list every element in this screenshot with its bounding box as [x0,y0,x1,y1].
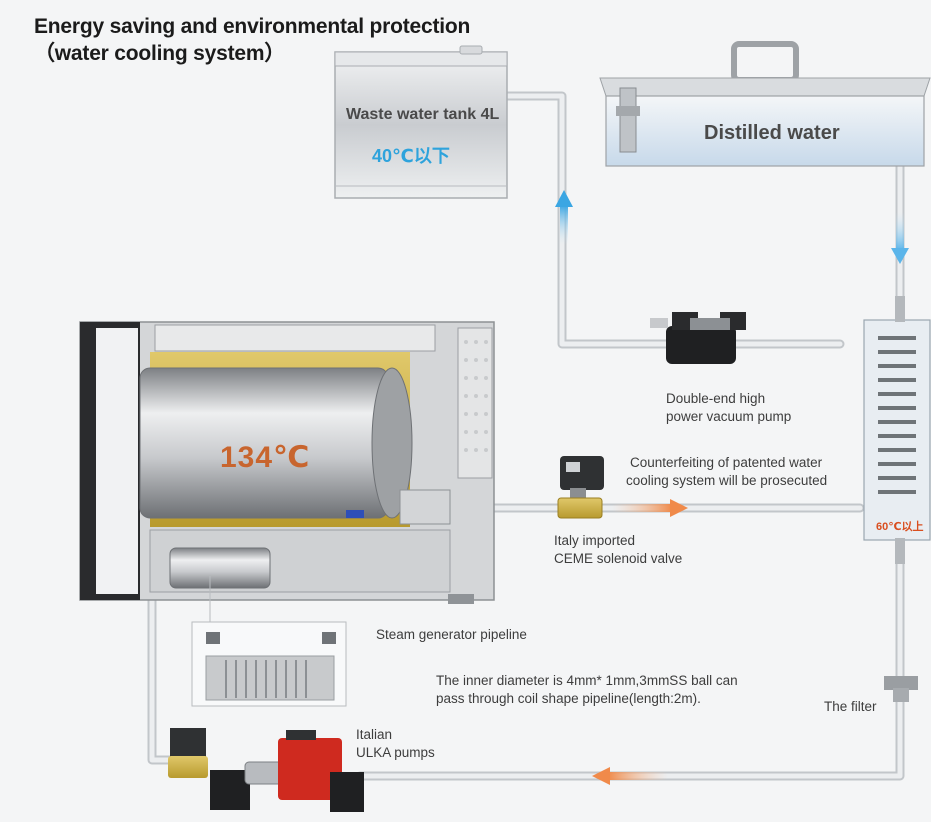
filter [884,676,918,702]
ulka-pumps-label: Italian ULKA pumps [356,726,435,762]
waste-tank-temperature: 40℃以下 [372,146,450,166]
flow-arrow-up [555,190,573,245]
distilled-water-tank [599,41,931,167]
title-line-1: Energy saving and environmental protecti… [34,15,471,38]
diagram-title: Energy saving and environmental protecti… [34,14,470,68]
distilled-water-label: Distilled water [704,122,840,144]
solenoid-valve-label-line-2: CEME solenoid valve [554,551,683,566]
cooling-coil [863,296,931,564]
waste-tank-label: Waste water tank 4L [346,106,500,123]
vacuum-pump [650,312,746,364]
chamber-temperature: 134℃ [220,441,311,474]
solenoid-valve-label-line-1: Italy imported [554,533,636,548]
ulka-pumps-label-line-1: Italian [356,727,393,742]
filter-label: The filter [824,699,877,714]
patent-notice-line-1: Counterfeiting of patented water [630,455,823,470]
solenoid-valve-label: Italy imported CEME solenoid valve [554,532,682,568]
inner-diameter-label-line-2: pass through coil shape pipeline(length:… [436,691,701,706]
flow-arrow-right [612,499,688,517]
patent-notice: Counterfeiting of patented water cooling… [626,454,827,490]
steam-generator-coil-detail [191,576,347,707]
inner-diameter-label-line-1: The inner diameter is 4mm* 1mm,3mmSS bal… [436,673,738,688]
autoclave-body [79,321,495,604]
flow-arrow-left [592,767,668,785]
title-line-2: （water cooling system） [34,41,286,65]
vacuum-pump-label: Double-end high power vacuum pump [666,390,791,426]
solenoid-valve [557,456,604,519]
waste-water-tank [334,45,508,199]
ulka-pump [168,728,364,812]
vacuum-pump-label-line-1: Double-end high [666,391,766,406]
vacuum-pump-label-line-2: power vacuum pump [666,409,792,424]
flow-arrow-down [891,212,909,264]
inner-diameter-label: The inner diameter is 4mm* 1mm,3mmSS bal… [436,672,738,708]
coil-temperature: 60℃以上 [876,521,924,533]
steam-pipeline-label: Steam generator pipeline [376,627,527,642]
patent-notice-line-2: cooling system will be prosecuted [626,473,828,488]
ulka-pumps-label-line-2: ULKA pumps [356,745,435,760]
